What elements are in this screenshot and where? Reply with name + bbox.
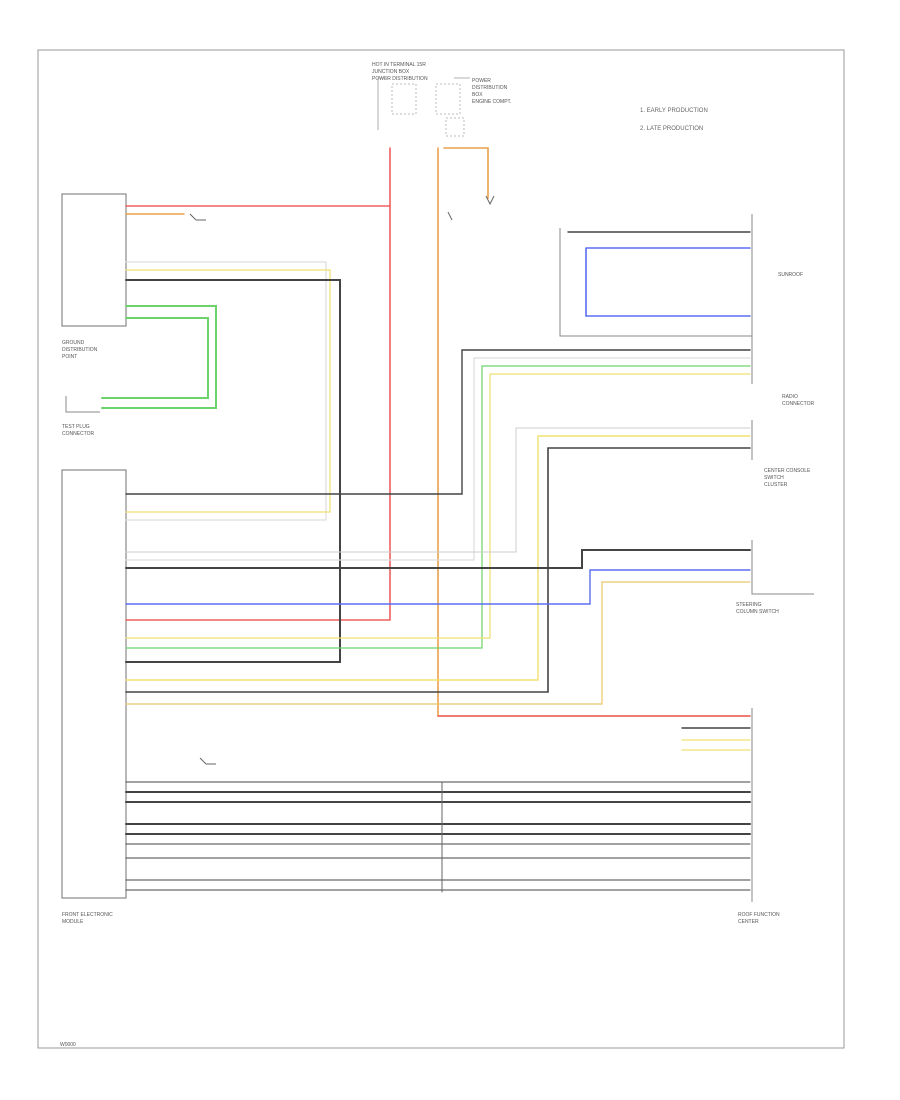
wire-yellow-console [125,435,751,681]
wire-orange-top [443,147,489,199]
sunroof-bracket [559,214,753,384]
steering-bracket [751,540,814,595]
wire-black-console [125,447,751,693]
legend-early: 1. EARLY PRODUCTION [640,108,708,114]
top-bracket [377,77,470,130]
test-plug-bracket [65,396,100,413]
wire-black-radio [125,349,751,495]
wire-green-2 [101,317,209,399]
wire-green-radio [125,365,751,649]
wire-green-1 [101,305,217,409]
wire-gray-1 [125,261,327,521]
wire-yellow-radio [125,373,751,639]
wire-white-radio [125,357,751,561]
wire-yellow-steering [125,581,751,705]
wire-red-1 [125,205,391,621]
wires [101,147,751,893]
bottom-label: W0000 [60,1042,76,1048]
wire-orange-riser [437,147,751,717]
wire-yellow-1 [125,269,331,513]
wire-black-steering [125,549,751,569]
top-fuse-boxes [391,83,465,137]
wire-black-1 [125,279,341,663]
sunroof-label: SUNROOF [778,272,803,278]
wire-gray-console [125,427,751,553]
front-electronic-module-box [61,469,127,899]
legend-late: 2. LATE PRODUCTION [640,126,703,132]
ground-symbols [189,195,495,765]
ground-distribution-box [61,193,127,327]
wire-blue-steering [125,569,751,605]
diagram-frame [37,49,845,1049]
wire-blue-sunroof [585,247,751,317]
